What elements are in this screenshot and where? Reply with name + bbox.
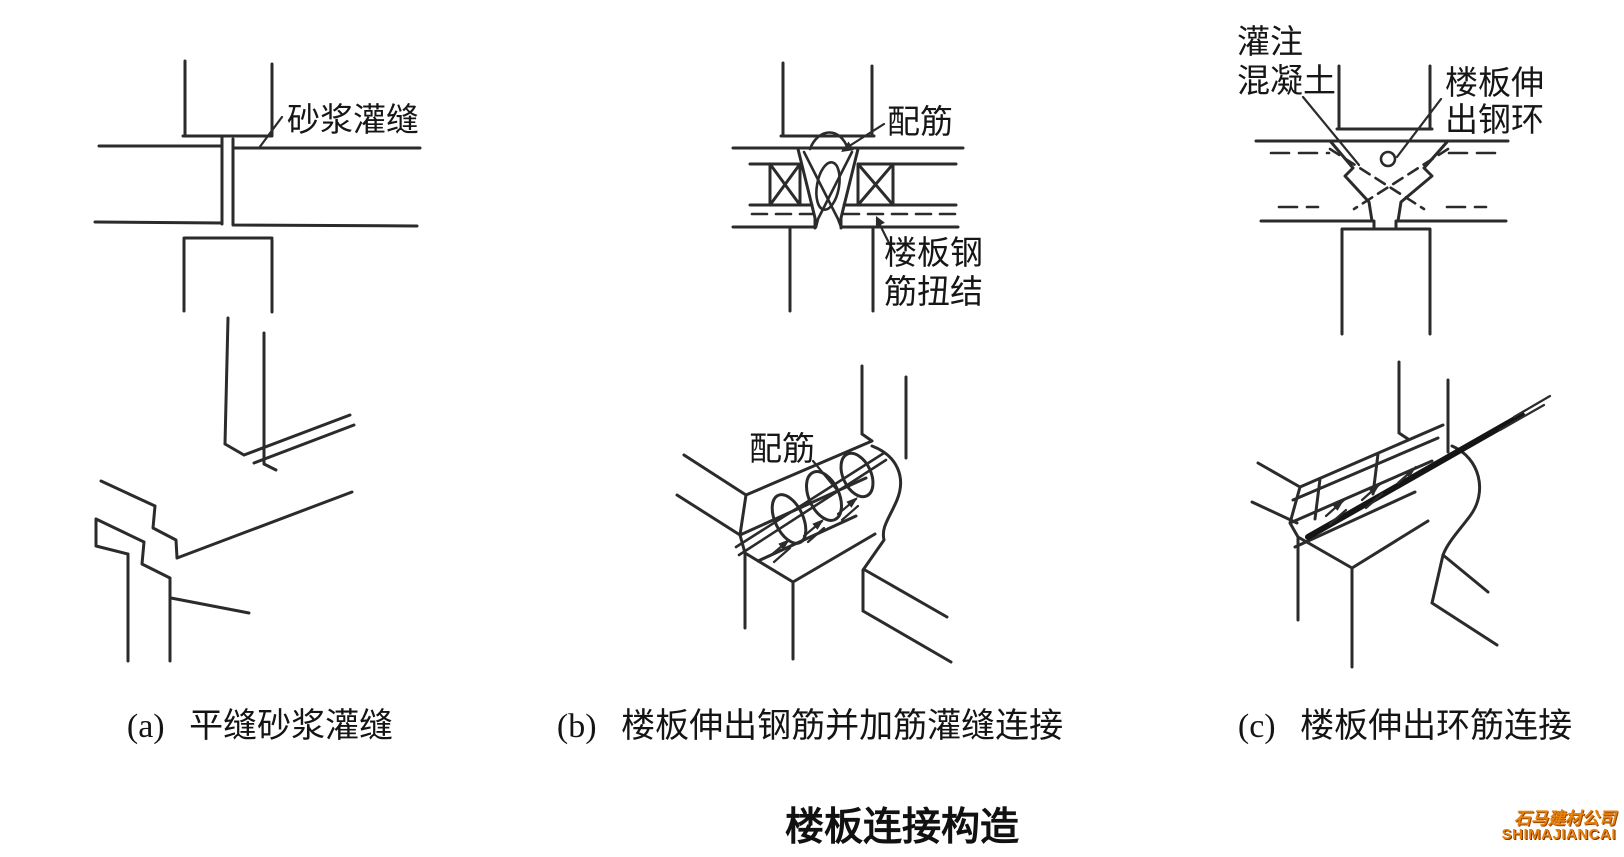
panel-c-grout-label-line2: 混凝土 [1237,63,1336,100]
caption-c-letter: (c) [1237,708,1276,745]
caption-b-letter: (b) [556,708,597,745]
panel-b-threaded-bar [734,451,888,557]
panel-a-joint-label: 砂浆灌缝 [287,102,419,139]
panel-c-section: 灌注 混凝土 楼板伸 出钢环 [1237,24,1544,336]
caption-c-text: 楼板伸出环筋连接 [1300,708,1573,745]
panel-b-iso-leader [811,459,839,492]
panel-b-iso-lines [675,364,953,664]
panel-b-arrowheads [841,141,885,228]
panel-b-twist-label-line1: 楼板钢 [884,235,983,272]
panel-c-tie-marks [1324,465,1418,526]
caption-a-text: 平缝砂浆灌缝 [189,708,394,745]
panel-c-hidden-rings [1328,147,1450,211]
panel-b-tie-arrowheads [778,497,858,550]
watermark: 石马建材公司 SHIMAJIANCAI [1502,810,1616,842]
caption-a-letter: (a) [126,708,165,745]
panel-b-isometric: 配筋 [675,364,953,664]
caption-a: (a) 平缝砂浆灌缝 [90,698,430,747]
caption-b: (b) 楼板伸出钢筋并加筋灌缝连接 [540,698,1080,747]
panel-b-rebar-label: 配筋 [887,104,953,141]
panel-c-ring-label-line1: 楼板伸 [1445,65,1544,102]
panel-b-walls-and-slabs [731,61,965,313]
panel-c-dashed-lines [1269,151,1502,209]
panel-c-rod-tip-strands [1498,394,1552,432]
panel-a-isometric [94,316,356,663]
panel-b-iso-rebar-label: 配筋 [749,431,815,468]
panel-c-grout-label-line1: 灌注 [1237,24,1303,61]
caption-c: (c) 楼板伸出环筋连接 [1205,698,1605,747]
panel-c-walls-and-slabs [1254,64,1510,336]
panel-c-threaded-rod [1305,412,1525,540]
panel-a-walls-and-slabs [93,59,422,314]
panel-c-isometric [1250,360,1552,669]
panel-c-leader-lines [1301,95,1443,167]
panel-b-joint-rebar [802,131,854,229]
panel-c-ring-bar-section [1379,150,1397,168]
panel-b-loop-3 [839,451,875,499]
panel-b-rebar-loop [815,160,841,212]
panel-a-iso-lines [94,316,356,663]
watermark-romanized-name: SHIMAJIANCAI [1501,826,1616,843]
caption-b-text: 楼板伸出钢筋并加筋灌缝连接 [621,708,1064,745]
panel-b-tie-marks [768,497,860,564]
panel-b-twist-label-line2: 筋扭结 [884,274,983,311]
panel-b-section: 配筋 楼板钢 筋扭结 [731,61,983,313]
panel-c-ring-label-line2: 出钢环 [1445,102,1544,139]
panel-c-tie-arrowheads [1332,467,1416,511]
watermark-company-name: 石马建材公司 [1514,809,1616,828]
panel-a-section: 砂浆灌缝 [93,59,422,314]
figure-title: 楼板连接构造 [784,806,1019,849]
panel-a-leader-line [257,115,284,150]
panel-c-iso-lines [1250,360,1499,669]
